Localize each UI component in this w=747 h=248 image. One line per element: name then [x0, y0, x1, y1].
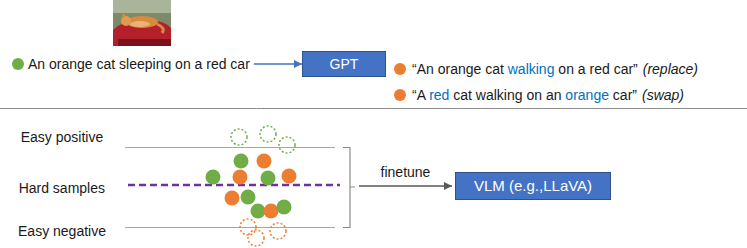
edge-label: finetune	[379, 163, 433, 181]
car-body	[113, 20, 171, 46]
process-box: GPT	[302, 51, 386, 77]
easy-negative-samples	[240, 219, 286, 246]
car-shadow	[118, 39, 171, 46]
sample-circle	[264, 204, 279, 219]
model-box: VLM (e.g.,LLaVA)	[455, 172, 611, 200]
generated-caption: “A red cat walking on an orange car”	[412, 86, 637, 104]
bracket	[343, 148, 355, 228]
edit-type: (swap)	[642, 86, 684, 104]
decision-boundary	[128, 184, 340, 187]
region-label: Easy positive	[21, 128, 103, 146]
sample-circle	[270, 223, 286, 239]
region-label: Easy negative	[18, 222, 106, 240]
negative-dot	[394, 89, 406, 101]
sample-circle	[261, 171, 276, 186]
node-text: GPT	[311, 55, 377, 73]
negative-dot	[394, 63, 406, 75]
sample-circle	[248, 230, 264, 246]
sample-circle	[233, 170, 248, 185]
sample-circle	[279, 137, 295, 153]
region-label: Hard samples	[19, 179, 105, 197]
sample-circle	[231, 129, 247, 145]
photo-background	[113, 0, 171, 46]
source-caption: An orange cat sleeping on a red car	[28, 55, 250, 73]
cat-photo	[113, 0, 171, 46]
sample-circle	[234, 154, 249, 169]
sample-circle	[240, 219, 256, 235]
band-boundary	[125, 227, 335, 228]
sample-circle	[206, 170, 221, 185]
sample-circle	[251, 204, 266, 219]
sample-circle	[282, 169, 297, 184]
generated-caption: “An orange cat walking on a red car”	[412, 60, 638, 78]
cat-head	[121, 16, 131, 26]
band-boundary	[125, 147, 335, 148]
connector-arrow	[359, 185, 452, 187]
edit-type: (replace)	[643, 60, 698, 78]
sample-circle	[257, 154, 272, 169]
positive-dot	[12, 58, 24, 70]
cat-belly	[130, 21, 150, 27]
cat-ear	[122, 13, 126, 17]
easy-positive-samples	[231, 126, 295, 153]
sample-circle	[225, 191, 240, 206]
separator-line	[0, 108, 747, 109]
node-text: VLM (e.g.,LLaVA)	[474, 177, 592, 195]
sample-band: Hard samples	[125, 147, 356, 228]
connector-arrow	[254, 63, 302, 65]
node-text: An orange cat sleeping on a red car	[28, 55, 250, 73]
sample-circle	[241, 190, 256, 205]
sample-circle	[277, 200, 292, 215]
cat-tail	[157, 24, 163, 33]
photo-sky	[113, 0, 171, 13]
hard-samples	[206, 154, 297, 219]
sample-circle	[260, 126, 276, 142]
